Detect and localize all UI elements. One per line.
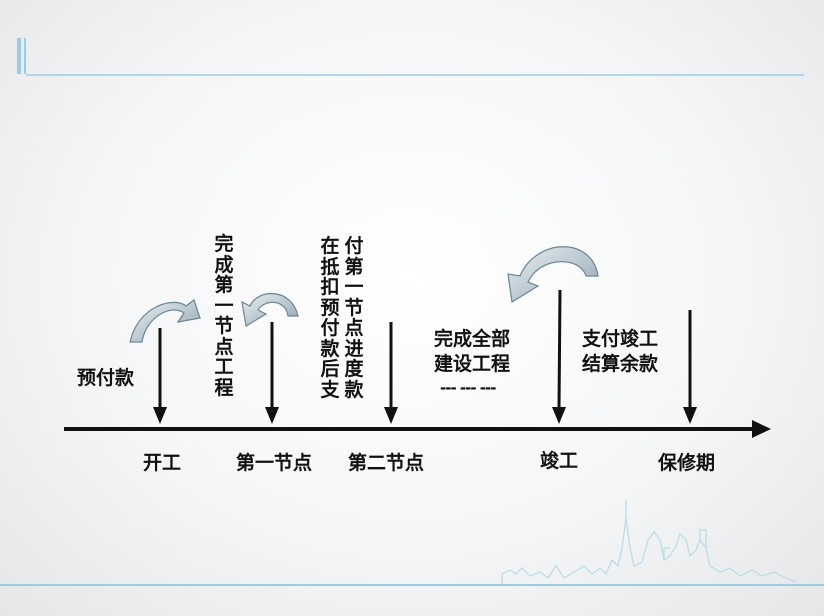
curved-arrow-icon — [129, 299, 201, 343]
milestone-label-node2: 第二节点 — [348, 452, 425, 474]
curved-arrow-icon — [507, 246, 599, 303]
all-work-label-line2: 建设工程 — [434, 353, 511, 375]
advance-payment-label: 预付款 — [77, 367, 135, 389]
milestone-arrow-start — [153, 328, 167, 424]
node1-work-label: 完成第一节点工程 — [214, 233, 234, 399]
milestone-arrow-node1 — [265, 322, 279, 424]
curved-arrow-icon — [241, 293, 299, 327]
ellipsis-label: --- --- --- — [440, 379, 496, 397]
milestone-arrow-warranty — [683, 310, 697, 424]
city-skyline-icon — [501, 500, 797, 584]
node2-payment-label-left: 在抵扣预付款后支 — [320, 235, 340, 401]
all-work-label-line1: 完成全部 — [434, 328, 511, 350]
final-payment-label-line2: 结算余款 — [582, 353, 659, 375]
milestone-label-warranty: 保修期 — [658, 452, 716, 474]
node2-payment-label-right: 付第一节点进度款 — [344, 235, 364, 401]
timeline-axis — [64, 420, 771, 438]
milestone-label-node1: 第一节点 — [236, 452, 313, 474]
milestone-label-completion: 竣工 — [540, 450, 579, 472]
final-payment-label-line1: 支付竣工 — [582, 328, 659, 350]
milestone-label-start: 开工 — [143, 452, 182, 474]
milestone-arrow-node2 — [384, 322, 398, 424]
corner-bracket-icon — [17, 38, 804, 76]
milestone-arrow-completion — [552, 289, 566, 424]
